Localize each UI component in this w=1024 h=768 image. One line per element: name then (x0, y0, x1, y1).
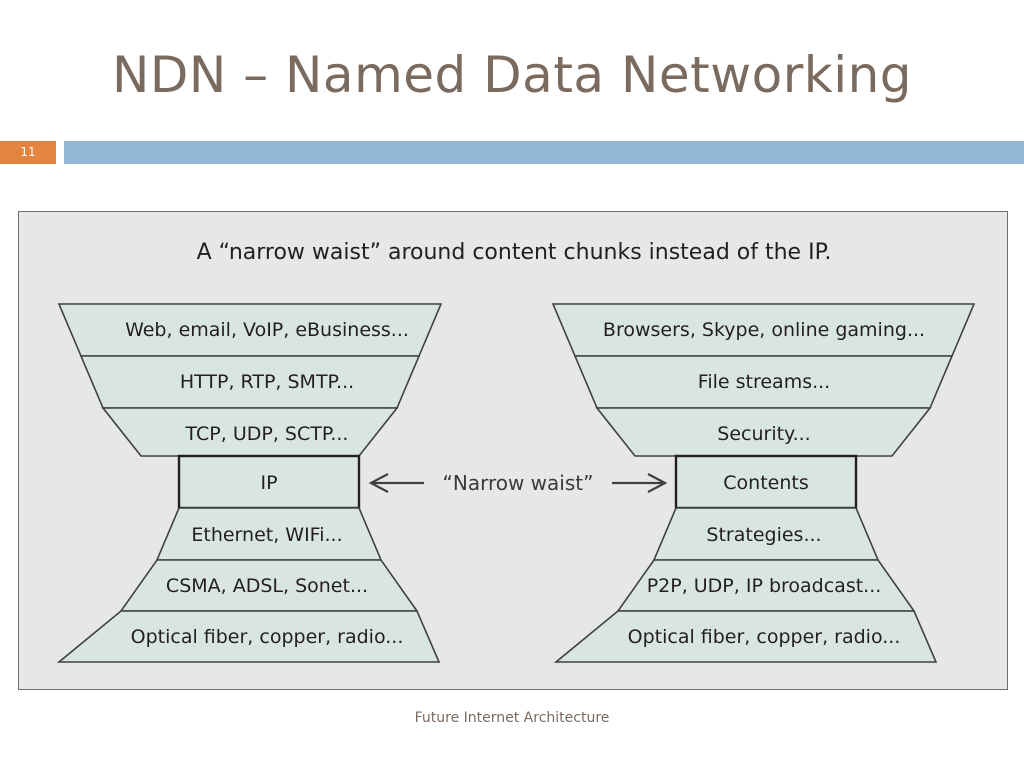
narrow-waist-annotation: “Narrow waist” (368, 471, 668, 495)
right-waist-box (674, 454, 858, 510)
figure-caption: A “narrow waist” around content chunks i… (196, 240, 832, 265)
right-band-lower-3-label: Optical fiber, copper, radio... (628, 626, 901, 648)
hourglass-diagram: Web, email, VoIP, eBusiness... HTTP, RTP… (56, 303, 976, 663)
accent-rule (64, 141, 1024, 164)
left-hourglass: Web, email, VoIP, eBusiness... HTTP, RTP… (56, 303, 443, 663)
left-band-lower-3 (56, 610, 441, 663)
right-band-lower-3 (553, 610, 938, 663)
arrow-left-head-icon (368, 473, 389, 493)
right-band-upper-3-label: Security... (717, 423, 810, 445)
left-band-lower-2-label: CSMA, ADSL, Sonet... (166, 575, 368, 597)
figure-frame: A “narrow waist” around content chunks i… (18, 211, 1008, 690)
slide-number-badge: 11 (0, 141, 56, 164)
left-band-lower-1-label: Ethernet, WIFi... (191, 524, 342, 546)
left-band-upper-2-label: HTTP, RTP, SMTP... (180, 371, 354, 393)
left-band-upper-1-label: Web, email, VoIP, eBusiness... (125, 319, 409, 341)
left-waist-box (177, 454, 361, 510)
footer-caption: Future Internet Architecture (414, 710, 610, 726)
accent-bar: 11 (0, 141, 1024, 164)
narrow-waist-label: “Narrow waist” (443, 471, 594, 495)
right-band-lower-2-label: P2P, UDP, IP broadcast... (647, 575, 882, 597)
right-hourglass: Browsers, Skype, online gaming... File s… (551, 303, 976, 663)
arrow-right-head-icon (647, 473, 668, 493)
right-band-upper-1-label: Browsers, Skype, online gaming... (603, 319, 925, 341)
right-band-upper-2-label: File streams... (698, 371, 830, 393)
page-title: NDN – Named Data Networking (111, 46, 913, 104)
right-band-upper-3 (595, 407, 932, 457)
right-waist-label: Contents (723, 472, 808, 494)
left-band-upper-3-label: TCP, UDP, SCTP... (185, 423, 349, 445)
left-band-lower-3-label: Optical fiber, copper, radio... (131, 626, 404, 648)
left-waist-label: IP (260, 472, 277, 494)
right-band-lower-1-label: Strategies... (706, 524, 821, 546)
